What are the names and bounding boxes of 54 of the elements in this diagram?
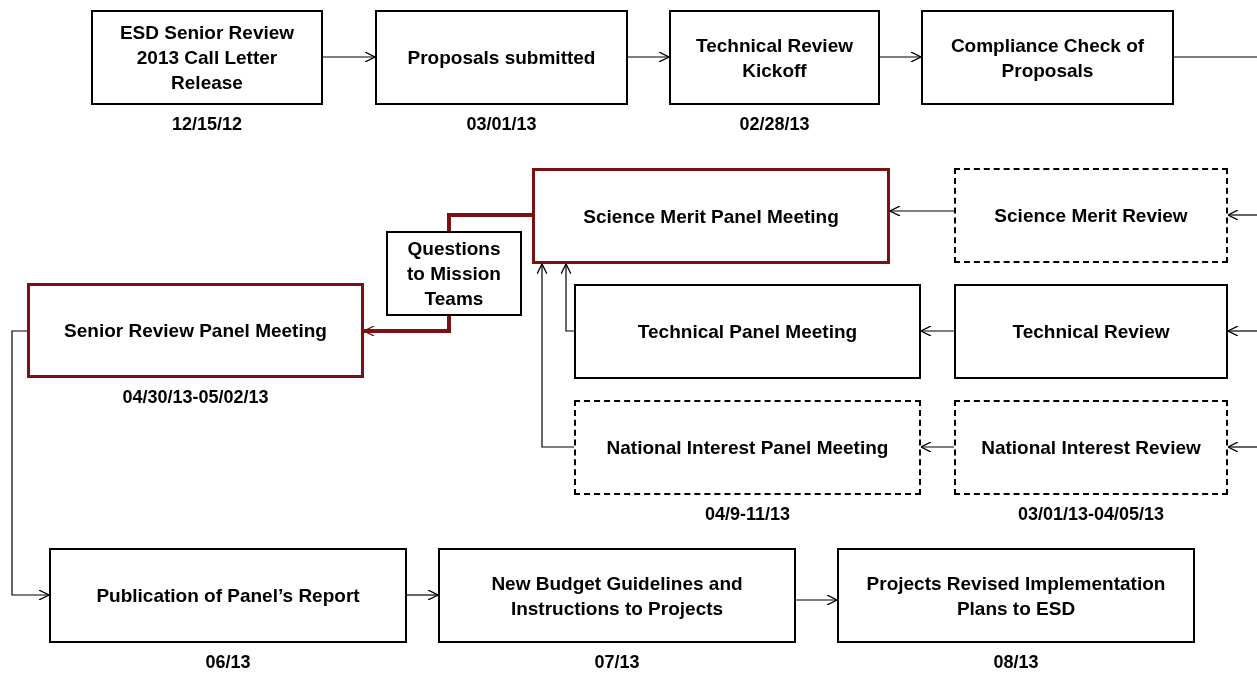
date-label: 04/30/13-05/02/13 [121, 386, 270, 408]
date-label: 02/28/13 [738, 113, 811, 135]
date-label: 08/13 [992, 651, 1040, 673]
date-label: 03/01/13-04/05/13 [1016, 503, 1166, 525]
box-label: Publication of Panel’s Report [96, 584, 360, 608]
process-box [27, 283, 364, 378]
process-box [438, 548, 796, 643]
arrow [363, 316, 451, 337]
arrow [1227, 325, 1257, 337]
process-box [49, 548, 407, 643]
box-label: Proposals submitted [407, 46, 596, 70]
box-label: Science Merit Panel Meeting [583, 204, 839, 229]
arrow [795, 594, 838, 606]
box-label: Technical Panel Meeting [637, 320, 858, 344]
arrow [1227, 209, 1257, 221]
box-label: ESD Senior Review 2013 Call Letter Release [118, 21, 296, 95]
box-label: Questions to Mission Teams [406, 237, 502, 311]
process-box [532, 168, 890, 264]
process-box [669, 10, 880, 105]
arrow [322, 51, 376, 63]
arrow [560, 263, 575, 332]
box-label: National Interest Panel Meeting [606, 436, 889, 460]
arrow [406, 589, 439, 601]
process-box [921, 10, 1174, 105]
box-label: Science Merit Review [994, 204, 1188, 228]
arrow [11, 330, 50, 601]
box-label: Projects Revised Implementation Plans to ESD [865, 571, 1167, 621]
process-box [574, 400, 921, 495]
process-box [91, 10, 323, 105]
date-label: 03/01/13 [465, 113, 538, 135]
box-label: Compliance Check of Proposals [949, 33, 1146, 83]
date-label: 07/13 [593, 651, 641, 673]
arrow [889, 205, 955, 217]
arrow [536, 263, 575, 448]
date-label: 06/13 [204, 651, 252, 673]
arrow [920, 325, 955, 337]
arrow [879, 51, 922, 63]
box-label: National Interest Review [981, 436, 1201, 460]
process-box [837, 548, 1195, 643]
process-box [954, 400, 1228, 495]
box-label: New Budget Guidelines and Instructions to Projects [490, 571, 744, 621]
arrow [1227, 441, 1257, 453]
box-label: Senior Review Panel Meeting [64, 319, 327, 343]
process-box [386, 231, 522, 316]
process-box [954, 168, 1228, 263]
date-label: 12/15/12 [170, 113, 244, 135]
arrow [627, 51, 670, 63]
process-box [375, 10, 628, 105]
arrow [920, 441, 955, 453]
box-label: Technical Review Kickoff [695, 33, 854, 83]
process-box [954, 284, 1228, 379]
process-box [574, 284, 921, 379]
box-label: Technical Review [1012, 320, 1170, 344]
date-label: 04/9-11/13 [703, 503, 792, 525]
